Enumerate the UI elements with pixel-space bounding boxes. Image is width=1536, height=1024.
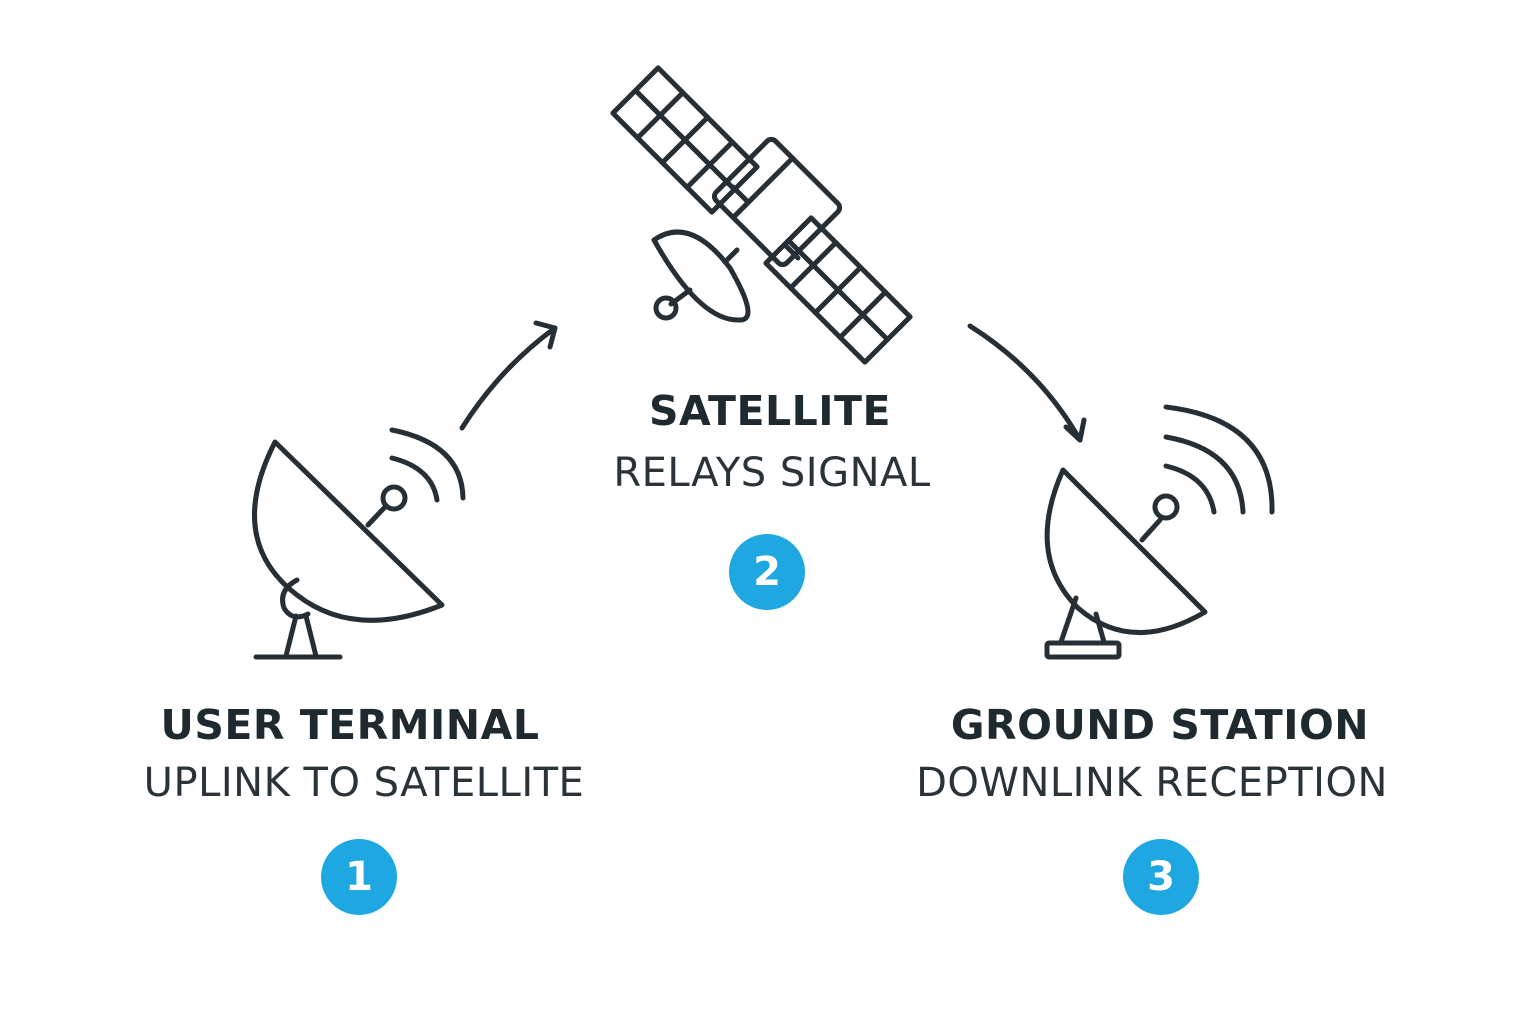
satellite-body (711, 136, 843, 268)
satellite-dish-icon (252, 427, 466, 660)
step-2-subtitle: RELAYS SIGNAL (613, 450, 931, 496)
step-3-badge: 3 (1123, 839, 1199, 915)
step-2-badge: 2 (729, 534, 805, 610)
uplink-arrow (459, 320, 558, 431)
step-1-subtitle: UPLINK TO SATELLITE (143, 760, 585, 806)
solar-panel-right (763, 215, 913, 365)
step-3-subtitle: DOWNLINK RECEPTION (916, 760, 1388, 806)
step-3-title: GROUND STATION (950, 701, 1370, 749)
ground-station-dish-icon (1044, 404, 1275, 660)
step-2-title: SATELLITE (648, 387, 892, 435)
downlink-arrow (967, 323, 1087, 443)
satellite-icon (610, 65, 913, 365)
step-1-title: USER TERMINAL (160, 701, 540, 749)
step-1-badge: 1 (321, 839, 397, 915)
